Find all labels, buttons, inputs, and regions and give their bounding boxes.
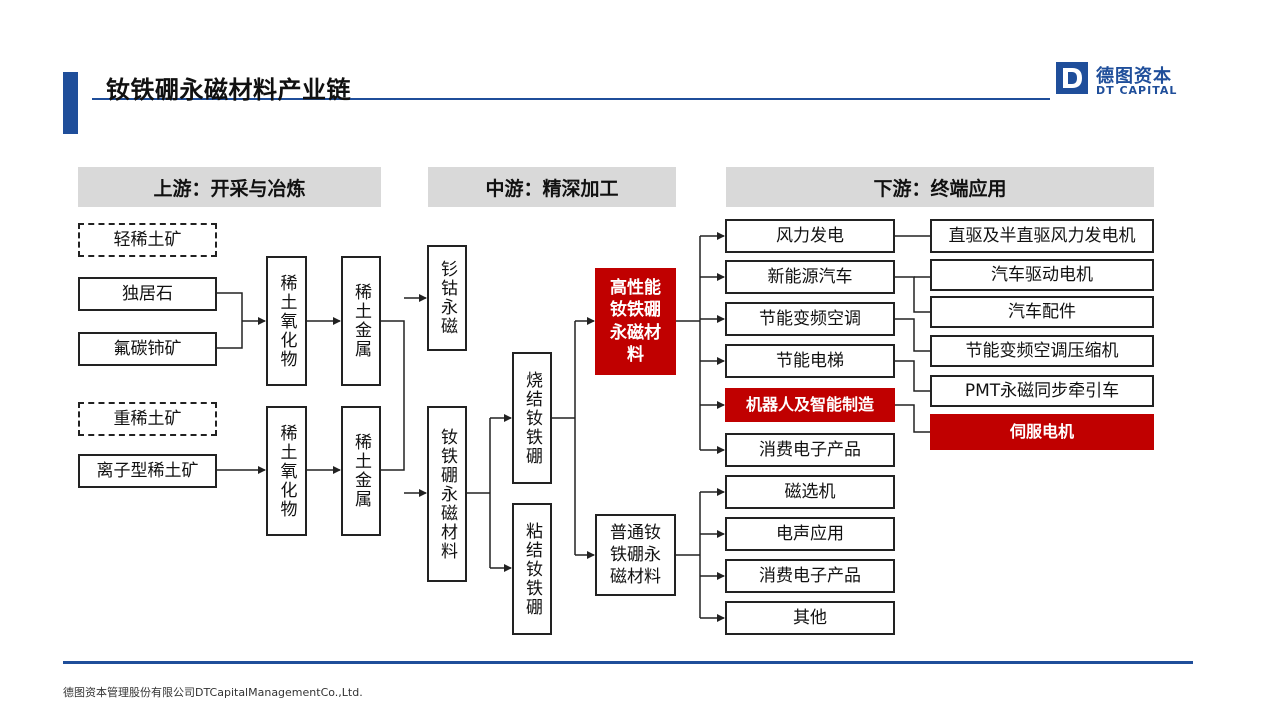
node-sintered-ndfeb: 烧结钕铁硼 <box>512 352 552 484</box>
node-ionic-ree-ore: 离子型稀土矿 <box>78 454 217 488</box>
node-ordinary-ndfeb: 普通钕铁硼永磁材料 <box>595 514 676 596</box>
node-app-nev: 新能源汽车 <box>725 260 895 294</box>
node-light-ree-ore: 轻稀土矿 <box>78 223 217 257</box>
node-app-magnetic-separator: 磁选机 <box>725 475 895 509</box>
footer-company: 德图资本管理股份有限公司DTCapitalManagementCo.,Ltd. <box>63 686 363 699</box>
header-downstream: 下游：终端应用 <box>726 167 1154 207</box>
node-ndfeb-magnet: 钕铁硼永磁材料 <box>427 406 467 582</box>
node-term-auto-parts: 汽车配件 <box>930 296 1154 328</box>
title-underline <box>92 98 1050 100</box>
node-heavy-ree-ore: 重稀土矿 <box>78 402 217 436</box>
header-midstream: 中游：精深加工 <box>428 167 676 207</box>
footer-divider <box>63 661 1193 664</box>
node-term-ac-compressor: 节能变频空调压缩机 <box>930 335 1154 367</box>
node-app-inverter-ac: 节能变频空调 <box>725 302 895 336</box>
node-app-consumer-electronics-2: 消费电子产品 <box>725 559 895 593</box>
node-app-electroacoustic: 电声应用 <box>725 517 895 551</box>
node-term-wind-generator: 直驱及半直驱风力发电机 <box>930 219 1154 253</box>
node-app-robotics: 机器人及智能制造 <box>725 388 895 422</box>
logo-chinese-name: 德图资本 <box>1096 66 1172 87</box>
node-smco-magnet: 钐钴永磁 <box>427 245 467 351</box>
node-app-consumer-electronics: 消费电子产品 <box>725 433 895 467</box>
logo-d-icon <box>1056 62 1088 94</box>
title-accent-bar <box>63 72 78 134</box>
node-app-other: 其他 <box>725 601 895 635</box>
node-app-wind-power: 风力发电 <box>725 219 895 253</box>
node-monazite: 独居石 <box>78 277 217 311</box>
node-app-elevator: 节能电梯 <box>725 344 895 378</box>
node-ree-oxide-1: 稀土氧化物 <box>266 256 307 386</box>
node-bastnaesite: 氟碳铈矿 <box>78 332 217 366</box>
page-title: 钕铁硼永磁材料产业链 <box>106 76 351 104</box>
header-upstream: 上游：开采与冶炼 <box>78 167 381 207</box>
logo-english-name: DT CAPITAL <box>1096 84 1178 97</box>
node-term-drive-motor: 汽车驱动电机 <box>930 259 1154 291</box>
node-bonded-ndfeb: 粘结钕铁硼 <box>512 503 552 635</box>
node-ree-metal-2: 稀土金属 <box>341 406 381 536</box>
node-ree-oxide-2: 稀土氧化物 <box>266 406 307 536</box>
node-ree-metal-1: 稀土金属 <box>341 256 381 386</box>
node-term-pmt-traction: PMT永磁同步牵引车 <box>930 375 1154 407</box>
node-high-performance-ndfeb: 高性能钕铁硼永磁材料 <box>595 268 676 375</box>
logo-mark <box>1056 62 1088 94</box>
node-term-servo-motor: 伺服电机 <box>930 414 1154 450</box>
